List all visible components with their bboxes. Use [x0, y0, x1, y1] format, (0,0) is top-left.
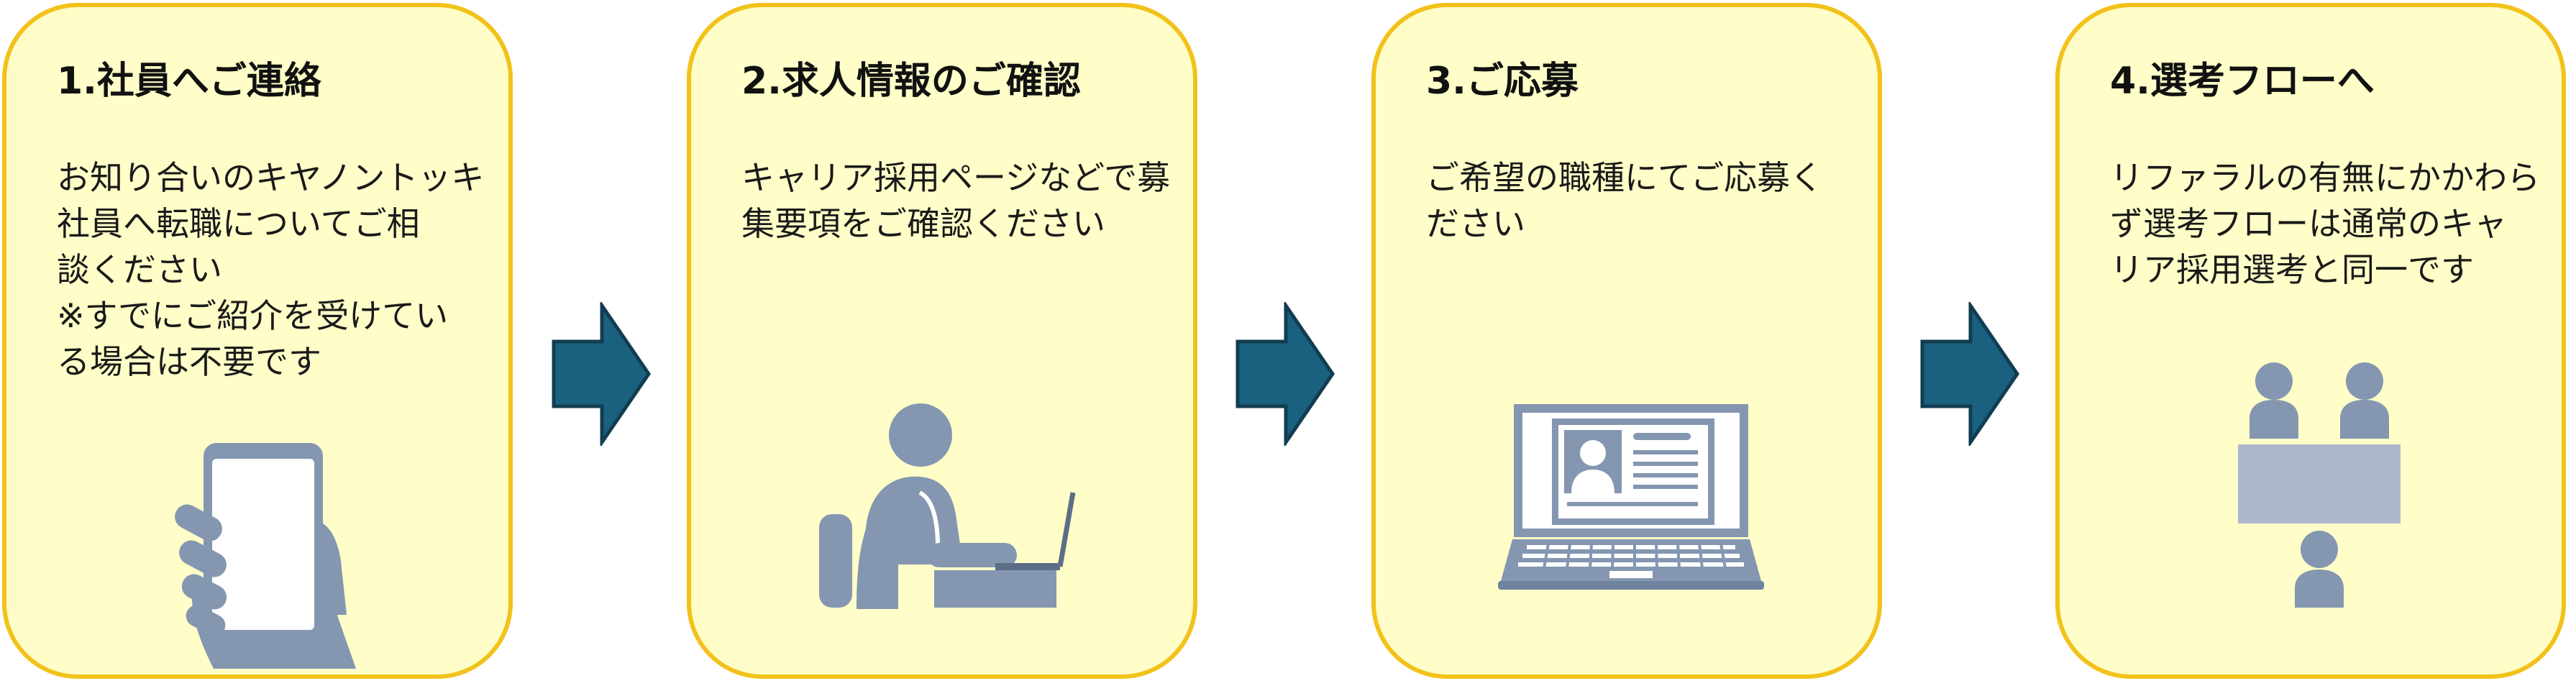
step-description: ご希望の職種にてご応募く ださい	[1426, 158, 1823, 243]
next-step-arrow-icon	[552, 302, 652, 446]
step-description: キャリア採用ページなどで募 集要項をご確認ください	[741, 158, 1171, 243]
laptop-profile-icon	[1498, 404, 1764, 590]
step-card-1: 1.社員へご連絡 お知り合いのキヤノントッキ 社員へ転職についてご相 談ください…	[2, 3, 513, 679]
hand-holding-smartphone-icon	[175, 443, 356, 669]
next-step-arrow-icon	[1236, 302, 1335, 446]
step-description: リファラルの有無にかかわら ず選考フローは通常のキャ リア採用選考と同一です	[2110, 158, 2540, 289]
step-title: 3.ご応募	[1426, 60, 1579, 103]
interview-meeting-icon	[2238, 362, 2401, 608]
step-card-4: 4.選考フローへ リファラルの有無にかかわら ず選考フローは通常のキャ リア採用…	[2055, 3, 2566, 679]
step-card-3: 3.ご応募 ご希望の職種にてご応募く ださい	[1371, 3, 1882, 679]
next-step-arrow-icon	[1920, 302, 2020, 446]
step-title: 2.求人情報のご確認	[741, 60, 1081, 103]
person-at-laptop-icon	[819, 403, 1076, 609]
step-title: 1.社員へご連絡	[57, 60, 321, 103]
step-description: お知り合いのキヤノントッキ 社員へ転職についてご相 談ください ※すでにご紹介を…	[57, 158, 485, 381]
step-title: 4.選考フローへ	[2110, 60, 2375, 103]
step-card-2: 2.求人情報のご確認 キャリア採用ページなどで募 集要項をご確認ください	[687, 3, 1197, 679]
